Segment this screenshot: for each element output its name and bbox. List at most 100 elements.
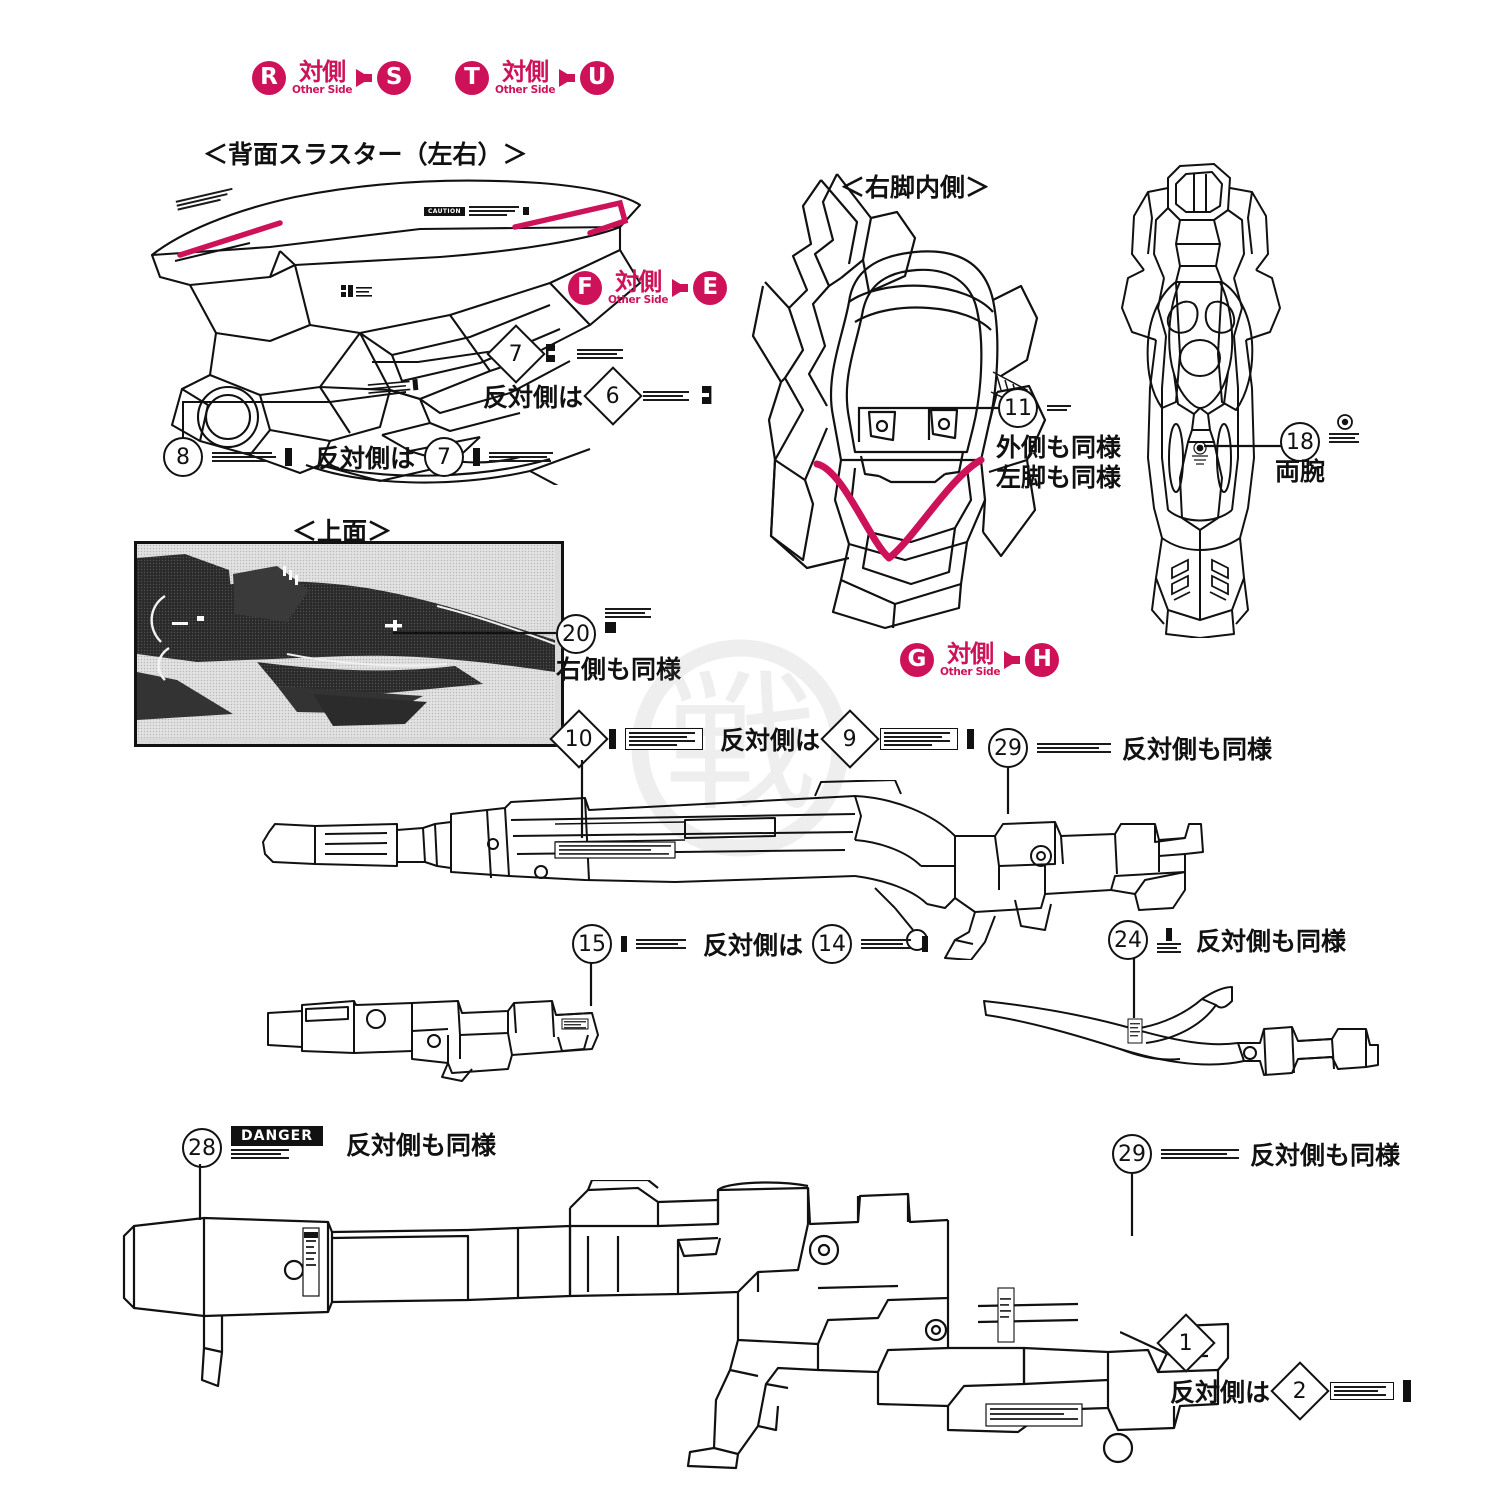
callout-6-prefix: 反対側は xyxy=(483,383,584,412)
callout-circle-29b: 29 xyxy=(1112,1134,1152,1174)
callout-7-group: 7 xyxy=(486,324,623,384)
decal-lines-6 xyxy=(643,391,690,401)
section-title-rear-thruster: ＜背面スラスター（左右）＞ xyxy=(203,140,528,169)
decal-lines-15 xyxy=(636,939,688,949)
callout-11-group: 11 xyxy=(998,388,1073,428)
callout-circle-20: 20 xyxy=(556,614,596,654)
other-side-jp: 対側 xyxy=(299,58,346,86)
callout-20-note: 右側も同様 xyxy=(556,655,682,684)
callout-29b-note: 反対側も同様 xyxy=(1250,1141,1401,1170)
leader-line-15 xyxy=(589,962,593,1006)
callout-1-group: 1 xyxy=(1156,1313,1216,1373)
callout-circle-29a: 29 xyxy=(988,728,1028,768)
other-side-label-gh: 対側 Other Side xyxy=(940,642,1000,678)
other-side-label-rs: 対側 Other Side xyxy=(292,60,352,96)
callout-circle-28: 28 xyxy=(182,1128,222,1168)
decal-block-icon xyxy=(473,448,481,466)
callout-28-note: 反対側も同様 xyxy=(346,1131,497,1160)
decal-block-icon xyxy=(609,729,616,749)
callout-29b-group: 29 反対側も同様 xyxy=(1112,1134,1400,1174)
leader-line-29a xyxy=(1006,768,1010,814)
callout-6-group: 反対側は 6 xyxy=(483,366,718,426)
other-side-marker-rs: R 対側 Other Side S xyxy=(252,60,412,96)
decal-box-2 xyxy=(1330,1382,1395,1400)
beam-rifle-diagram xyxy=(262,780,1204,960)
callout-circle-18: 18 xyxy=(1280,422,1320,462)
other-side-en: Other Side xyxy=(495,84,556,96)
callout-circle-15: 15 xyxy=(572,924,612,964)
other-side-label-tu: 対側 Other Side xyxy=(495,60,555,96)
beam-blade-diagram xyxy=(983,986,1379,1076)
marker-to-badge-s: S xyxy=(377,60,412,95)
callout-circle-11: 11 xyxy=(998,388,1038,428)
other-side-en: Other Side xyxy=(292,84,353,96)
other-side-jp: 対側 xyxy=(947,640,994,668)
callout-24-group: 24 反対側も同様 xyxy=(1108,920,1346,960)
callout-29a-note: 反対側も同様 xyxy=(1122,735,1273,764)
other-side-marker-tu: T 対側 Other Side U xyxy=(455,60,615,96)
callout-15-group: 15 反対側は 14 xyxy=(572,924,929,964)
callout-18-group: 18 xyxy=(1280,412,1361,462)
callout-diamond-6: 6 xyxy=(583,366,643,426)
callout-circle-14: 14 xyxy=(812,924,853,964)
decal-block-icon xyxy=(285,448,292,466)
thruster-pink-accents xyxy=(174,199,629,262)
callout-8-group: 8 反対側は 7 xyxy=(163,437,554,477)
leg-pink-accent xyxy=(813,456,985,562)
arrow-right-icon xyxy=(559,68,576,87)
callout-18-note: 両腕 xyxy=(1275,457,1326,486)
leader-line-8 xyxy=(182,391,407,456)
decal-block-icon xyxy=(922,936,929,952)
marker-to-badge-h: H xyxy=(1025,642,1060,677)
callout-2-prefix: 反対側は xyxy=(1170,1378,1271,1407)
marker-from-badge-r: R xyxy=(252,60,286,95)
callout-2-group: 反対側は 2 xyxy=(1170,1361,1412,1421)
leader-line-18 xyxy=(1204,444,1282,448)
callout-circle-8: 8 xyxy=(163,437,203,477)
section-title-right-leg: ＜右脚内側＞ xyxy=(840,173,991,202)
marker-to-badge-u: U xyxy=(580,60,615,95)
other-side-marker-gh: G 対側 Other Side H xyxy=(900,642,1060,678)
decal-box-10 xyxy=(625,728,703,750)
other-side-jp: 対側 xyxy=(615,268,662,296)
other-side-marker-fe: F 対側 Other Side E xyxy=(568,270,728,306)
decal-caution-thruster: CAUTION xyxy=(424,206,529,216)
marker-from-badge-t: T xyxy=(455,60,489,95)
decal-bracket-icon xyxy=(702,386,712,404)
decal-box-9 xyxy=(880,728,959,750)
callout-14-prefix: 反対側は xyxy=(703,931,804,960)
other-side-en: Other Side xyxy=(608,294,669,306)
photo-content xyxy=(137,544,555,738)
callout-20-group: 20 xyxy=(556,606,653,654)
callout-24-note: 反対側も同様 xyxy=(1196,927,1347,956)
callout-28-group: 28 DANGER 反対側も同様 xyxy=(182,1124,496,1168)
decal-lines-11 xyxy=(1047,405,1073,411)
callout-diamond-9: 9 xyxy=(820,709,880,769)
marker-from-badge-g: G xyxy=(900,642,934,677)
decal-lines-29b xyxy=(1161,1149,1241,1159)
callout-10-group: 10 反対側は 9 xyxy=(549,709,975,769)
callout-11-note-2: 左脚も同様 xyxy=(996,463,1122,492)
marker-from-badge-f: F xyxy=(568,270,602,305)
callout-7b-prefix: 反対側は xyxy=(315,444,416,473)
decal-caution-label: CAUTION xyxy=(424,206,465,216)
marker-to-badge-e: E xyxy=(693,270,728,305)
bazooka-diagram xyxy=(122,1180,1230,1470)
leader-line-24 xyxy=(1132,958,1136,1018)
decal-lines-8 xyxy=(212,452,276,462)
callout-diamond-1: 1 xyxy=(1156,1313,1216,1373)
leader-line-28 xyxy=(198,1164,202,1220)
arrow-right-icon xyxy=(356,68,373,87)
decal-block-icon xyxy=(605,622,616,633)
decal-small-square-thruster xyxy=(341,285,375,303)
decal-lines-7b xyxy=(489,452,554,462)
decal-lines-14 xyxy=(861,939,913,949)
other-side-label-fe: 対側 Other Side xyxy=(608,270,668,306)
arrow-right-icon xyxy=(1004,650,1021,669)
callout-9-prefix: 反対側は xyxy=(720,726,821,755)
decal-dot-icon xyxy=(1337,414,1353,430)
decal-lines-29a xyxy=(1037,743,1113,753)
callout-circle-7b: 7 xyxy=(424,437,465,477)
callout-11-note-1: 外側も同様 xyxy=(996,433,1122,462)
decal-block-icon xyxy=(1403,1380,1412,1402)
